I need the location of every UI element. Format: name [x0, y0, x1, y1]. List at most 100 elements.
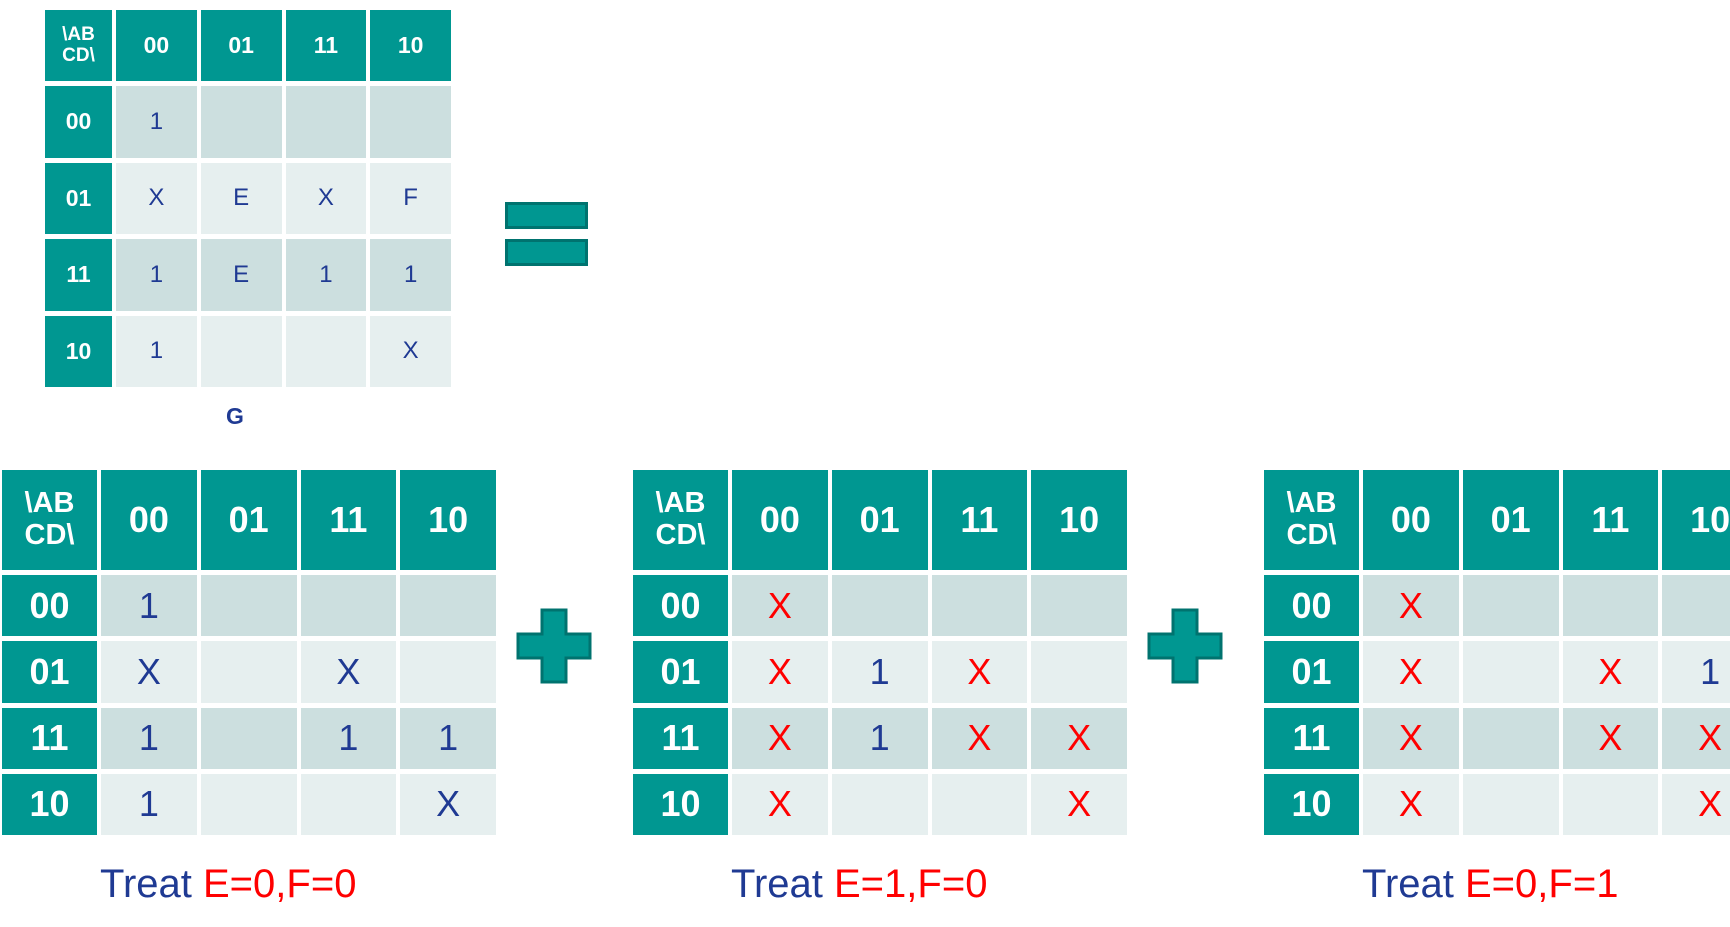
row-header: 10 [633, 773, 730, 838]
kmap-cell [1562, 575, 1661, 640]
corner-label-ab: \AB [1286, 487, 1337, 520]
kmap-g-label: G [226, 403, 244, 429]
kmap-cell: X [1662, 707, 1730, 772]
kmap-cell [300, 575, 399, 640]
kmap-cell [200, 773, 299, 838]
column-header: 10 [1031, 470, 1129, 573]
kmap-cell [1462, 641, 1561, 706]
row-header: 11 [45, 239, 114, 314]
corner-label-cd: CD\ [24, 519, 75, 551]
column-header: 00 [101, 470, 199, 573]
kmap-cell: X [1363, 641, 1461, 706]
caption-condition: E=0,F=0 [203, 862, 357, 906]
caption-prefix: Treat [731, 862, 834, 906]
kmap-cell [1462, 773, 1561, 838]
kmap-cell: X [370, 315, 453, 390]
kmap-cell [285, 315, 369, 390]
row-header: 01 [633, 641, 730, 706]
plus-sign-2 [1147, 608, 1223, 684]
column-header: 01 [200, 10, 284, 84]
kmap-cell: X [1031, 773, 1129, 838]
column-header: 00 [116, 10, 199, 84]
column-header: 00 [1363, 470, 1461, 573]
kmap-cell: 1 [116, 86, 199, 161]
row-header: 01 [45, 162, 114, 237]
column-header: 01 [831, 470, 930, 573]
kmap-cell [370, 86, 453, 161]
row-header: 00 [633, 575, 730, 640]
corner-label-cd: CD\ [655, 519, 706, 551]
kmap-cell: X [1363, 773, 1461, 838]
row-header: 11 [2, 707, 99, 772]
kmap-cell: X [732, 707, 830, 772]
caption-e1-f0: Treat E=1,F=0 [731, 862, 987, 907]
corner-label-ab: \AB [24, 487, 75, 520]
kmap-cell: 1 [101, 707, 199, 772]
kmap-cell [285, 86, 369, 161]
corner-label-cd: CD\ [62, 44, 95, 66]
kmap-cell: X [300, 641, 399, 706]
kmap-cell: X [285, 162, 369, 237]
kmap-cell [931, 773, 1030, 838]
caption-prefix: Treat [1362, 862, 1465, 906]
caption-e0-f1: Treat E=0,F=1 [1362, 862, 1618, 907]
kmap-cell [1031, 575, 1129, 640]
row-header: 10 [2, 773, 99, 838]
kmap-cell [1662, 575, 1730, 640]
column-header: 11 [1562, 470, 1661, 573]
column-header: 11 [300, 470, 399, 573]
kmap-cell [200, 575, 299, 640]
equals-sign-top-bar [505, 202, 588, 229]
column-header: 01 [1462, 470, 1561, 573]
row-header: 10 [45, 315, 114, 390]
row-header: 01 [1264, 641, 1361, 706]
kmap-cell [200, 641, 299, 706]
row-header: 10 [1264, 773, 1361, 838]
corner-label-ab: \AB [62, 23, 95, 45]
kmap-cell [1462, 707, 1561, 772]
kmap-cell: 1 [370, 239, 453, 314]
corner-label-cd: CD\ [1286, 519, 1337, 551]
kmap-cell: 1 [300, 707, 399, 772]
row-header: 11 [1264, 707, 1361, 772]
kmap-cell: 1 [101, 575, 199, 640]
row-header: 00 [45, 86, 114, 161]
kmap-cell: X [1562, 641, 1661, 706]
kmap-cell: E [200, 162, 284, 237]
kmap-cell: 1 [285, 239, 369, 314]
kmap-cell: X [1031, 707, 1129, 772]
kmap-cell [1031, 641, 1129, 706]
kmap-cell: E [200, 239, 284, 314]
corner-label-ab: \AB [655, 487, 706, 520]
column-header: 10 [370, 10, 453, 84]
kmap-cell: X [101, 641, 199, 706]
column-header: 11 [931, 470, 1030, 573]
plus-sign-1 [516, 608, 592, 684]
caption-e0-f0: Treat E=0,F=0 [100, 862, 356, 907]
caption-prefix: Treat [100, 862, 203, 906]
kmap-cell: X [931, 641, 1030, 706]
column-header: 01 [200, 470, 299, 573]
kmap-cell [200, 86, 284, 161]
kmap-cell: 1 [116, 315, 199, 390]
kmap-cell: 1 [101, 773, 199, 838]
kmap-cell [831, 773, 930, 838]
caption-condition: E=0,F=1 [1465, 862, 1619, 906]
